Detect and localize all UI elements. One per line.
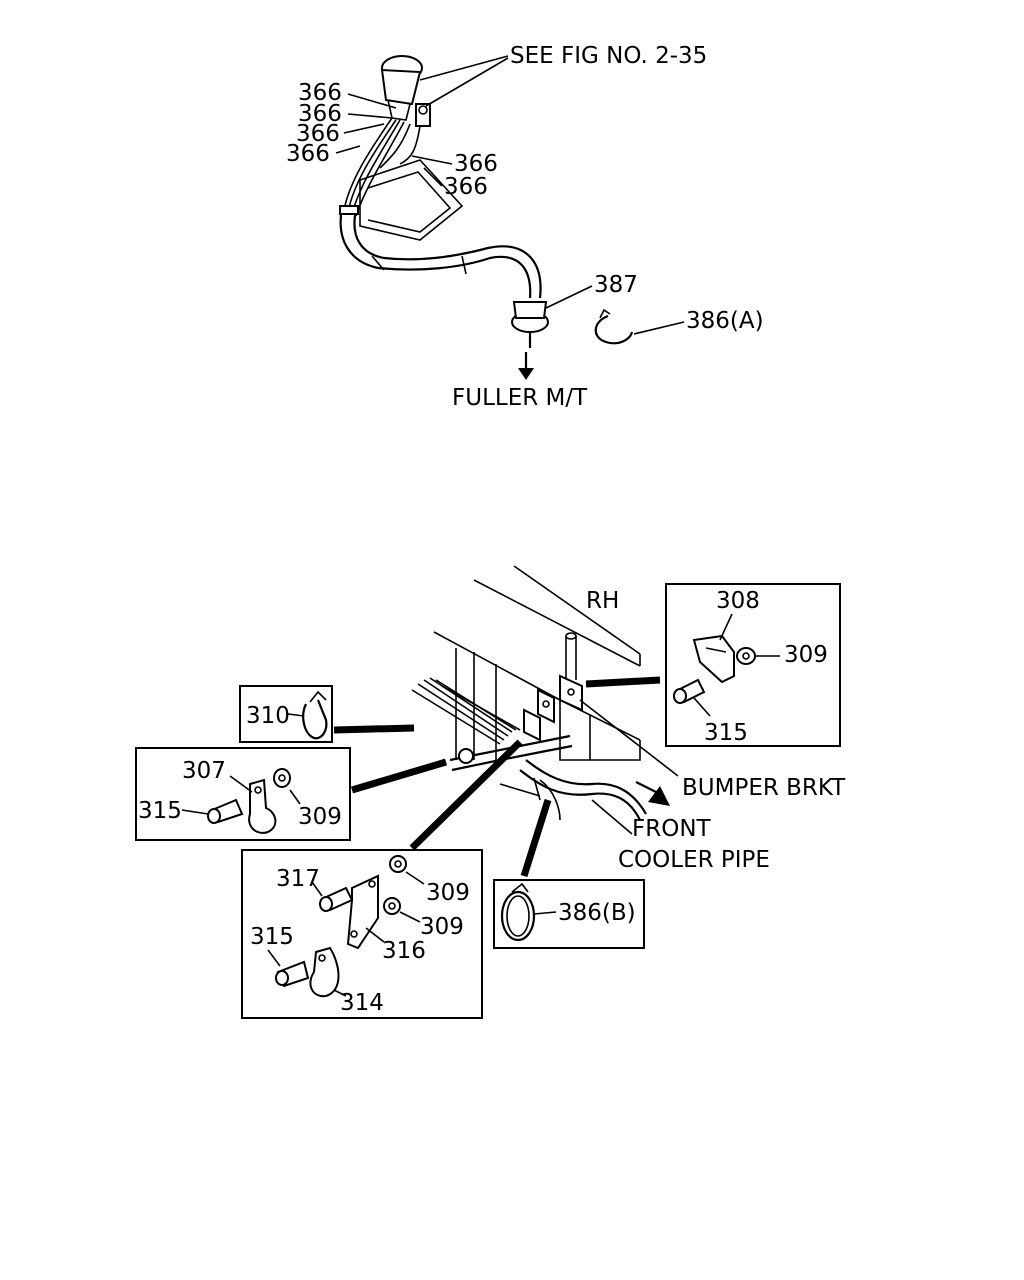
label-366-6: 366 (444, 174, 488, 200)
clip-386a (594, 314, 634, 345)
switch-body (380, 68, 422, 106)
cooler-pipe-label: COOLER PIPE (618, 847, 770, 873)
label-307: 307 (182, 758, 226, 784)
label-315-box316: 315 (250, 924, 294, 950)
label-366-1: 366 (298, 80, 342, 106)
bumper-brkt-label: BUMPER BRKT (682, 775, 846, 801)
detail-box-386b: 386(B) (493, 879, 645, 949)
label-317: 317 (276, 866, 320, 892)
label-387: 387 (594, 272, 638, 298)
label-309-a: 309 (426, 880, 470, 906)
rh-label: RH (586, 588, 619, 614)
label-315-box307: 315 (138, 798, 182, 824)
label-309-b: 309 (420, 914, 464, 940)
label-309-box308: 309 (784, 642, 828, 668)
label-308: 308 (716, 588, 760, 614)
label-366-3: 366 (296, 121, 340, 147)
fuller-mt-label: FULLER M/T (452, 385, 588, 411)
label-314: 314 (340, 990, 384, 1016)
see-fig-label: SEE FIG NO. 2-35 (510, 43, 707, 69)
detail-box-316: 317 309 309 316 315 314 (241, 849, 483, 1019)
detail-box-307: 307 315 309 (135, 747, 351, 841)
label-315-box308: 315 (704, 720, 748, 746)
label-316: 316 (382, 938, 426, 964)
label-386b: 386(B) (558, 900, 636, 926)
label-309-box307: 309 (298, 804, 342, 830)
label-386a: 386(A) (686, 308, 764, 334)
label-310: 310 (246, 703, 290, 729)
detail-box-310: 310 (239, 685, 333, 743)
detail-box-308: 308 309 315 (665, 583, 841, 747)
top-assembly: SEE FIG NO. 2-35 366 366 366 366 366 366… (286, 43, 764, 411)
label-366-2: 366 (298, 101, 342, 127)
connector (415, 103, 431, 127)
front-label: FRONT (632, 816, 712, 842)
bottom-assembly: RH BUMPER BRKT FRONT COOLER PIPE 308 309… (135, 565, 846, 1019)
label-366-5: 366 (454, 151, 498, 177)
label-366-4: 366 (286, 141, 330, 167)
